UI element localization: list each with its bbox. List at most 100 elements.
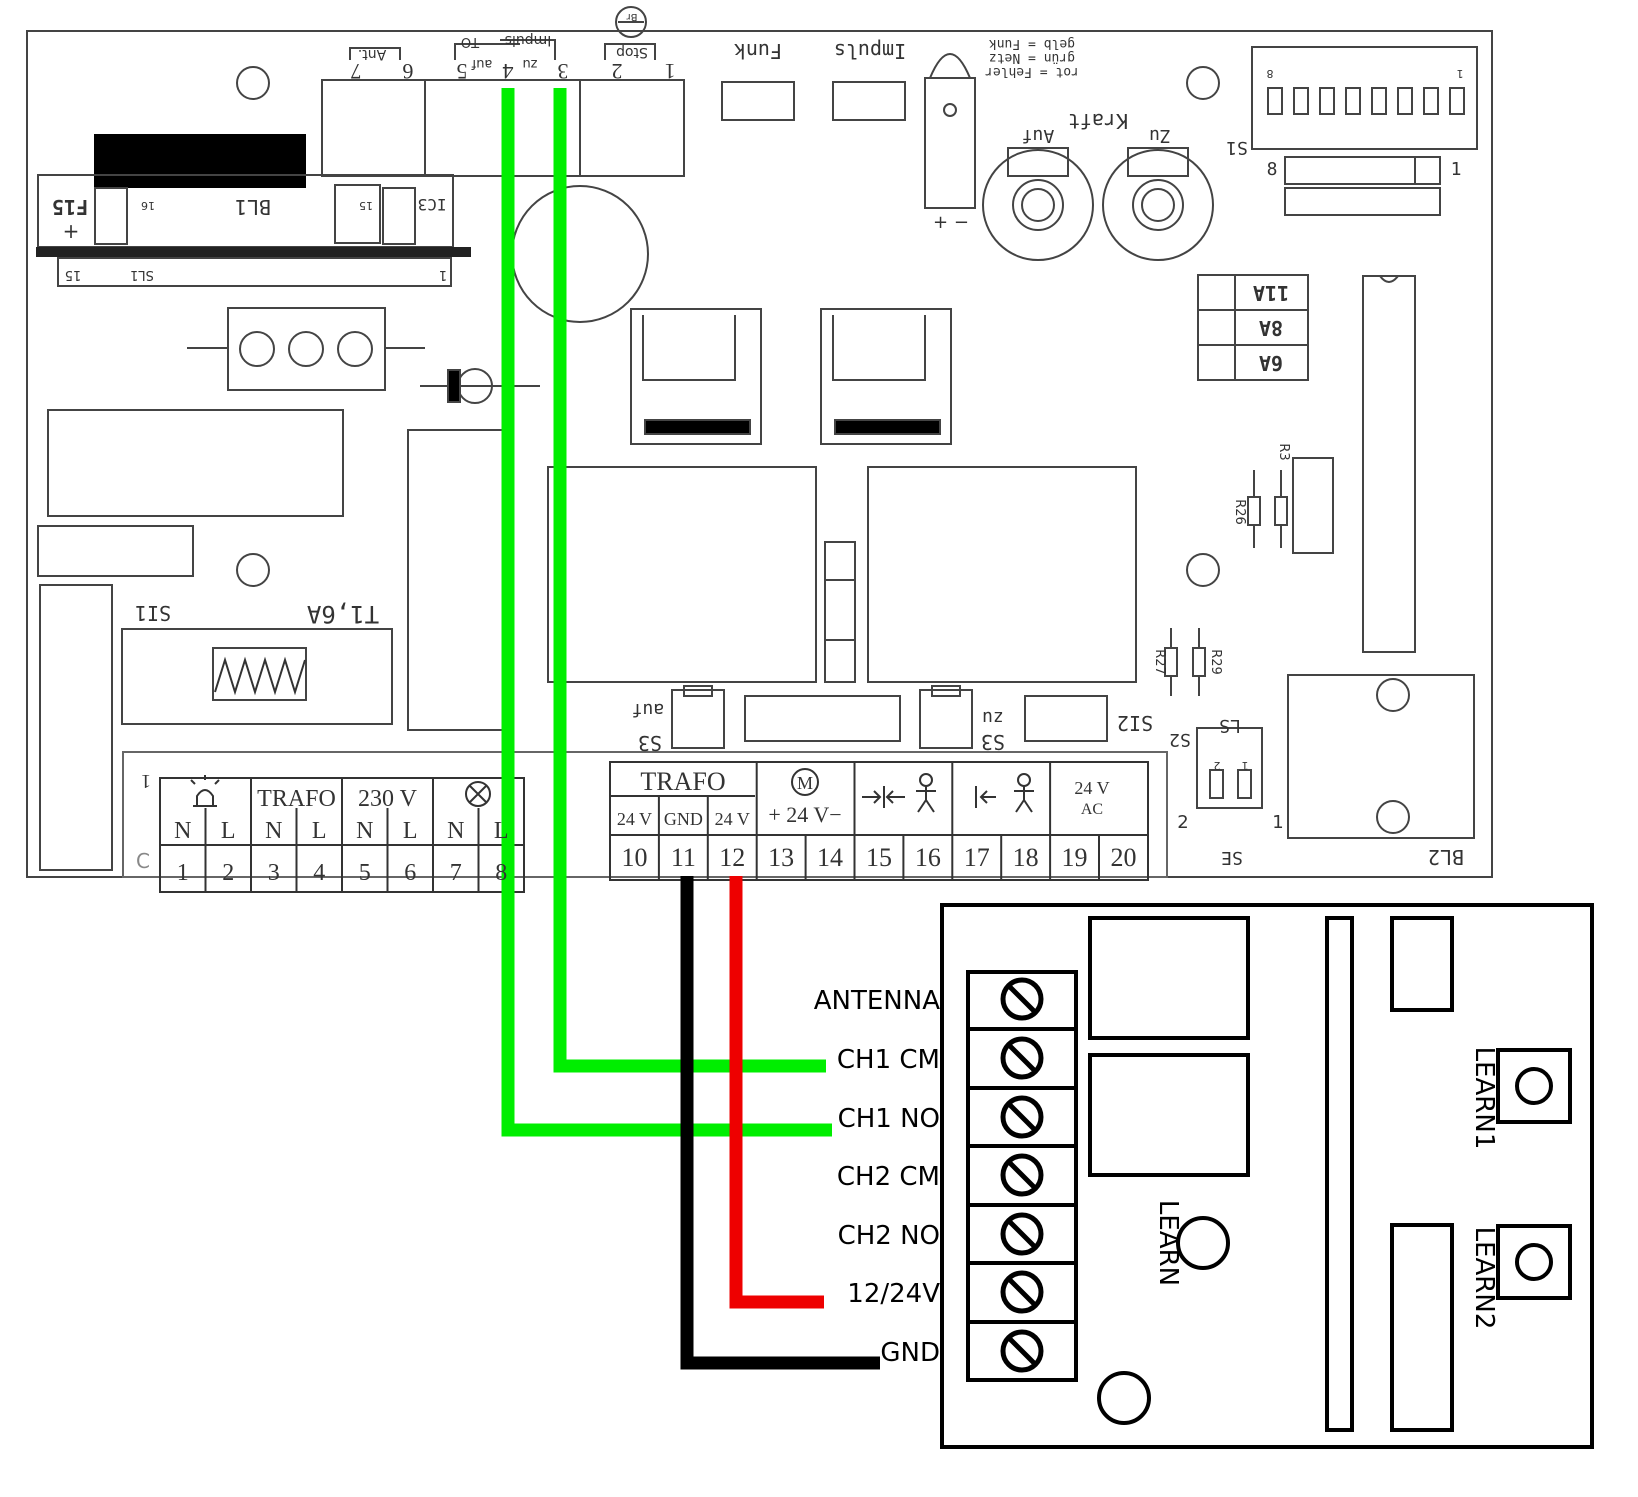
receiver-pin-label: GND — [880, 1338, 940, 1368]
terminal-number: 14 — [817, 843, 843, 872]
fuse-rating: 6A — [1259, 351, 1283, 375]
receiver-pin-label: ANTENNA — [814, 986, 940, 1016]
s3-zu-label: zu — [982, 707, 1004, 728]
nl-label: L — [221, 818, 236, 844]
plus-label: + — [63, 219, 80, 243]
impuls-led — [832, 81, 906, 121]
learn1-button[interactable] — [1496, 1048, 1572, 1124]
nl-label: L — [312, 818, 327, 844]
kraft-auf-pot — [982, 149, 1094, 261]
motor-lamp-icon — [465, 781, 491, 807]
pin-6: 6 — [403, 59, 414, 84]
pin-7: 7 — [351, 59, 362, 84]
sl1-pin15: 15 — [65, 267, 82, 282]
stop-label: Stop — [616, 44, 648, 60]
wire-black-gnd — [680, 876, 880, 1370]
legend-gelb: gelb = Funk — [989, 36, 1075, 51]
ac-voltage: 24 V — [1074, 778, 1109, 798]
group-trafo: TRAFO — [257, 786, 336, 812]
impuls-label: Impuls — [834, 39, 906, 63]
terminal-number: 19 — [1062, 843, 1088, 872]
f15-label: F15 — [52, 195, 88, 219]
auf-pot-label: Auf — [1022, 125, 1055, 146]
receiver-pin-label: CH1 CM — [837, 1045, 940, 1075]
s3-auf-id: S3 — [638, 731, 662, 755]
terminal-number: 5 — [359, 860, 371, 886]
learn2-button[interactable] — [1496, 1224, 1572, 1300]
mount-hole — [1186, 553, 1220, 587]
wires — [501, 88, 880, 1370]
dip-cell — [1397, 87, 1413, 115]
terminal-number: 20 — [1110, 843, 1136, 872]
terminal-number: 15 — [866, 843, 892, 872]
si1-label: SI1 — [135, 601, 171, 625]
s3-zu-id: S3 — [981, 730, 1005, 754]
terminal-number: 16 — [915, 843, 941, 872]
trafo-sub: 24 V — [617, 809, 652, 829]
kraft-zu-pot — [1102, 149, 1214, 261]
legend-rot: rot = Fehler — [985, 64, 1079, 79]
mount-hole — [236, 553, 270, 587]
pin-5: 5 — [457, 59, 468, 84]
wire-red-24v — [729, 876, 824, 1309]
z1-label: 1 — [1272, 812, 1283, 833]
pin-1: 1 — [665, 59, 676, 84]
screw-icon — [1000, 1153, 1044, 1197]
ant-label: Ant. — [358, 46, 386, 62]
strip-pin1-label: 1 — [141, 770, 151, 792]
nl-label: N — [265, 818, 282, 844]
terminal-number: 7 — [450, 860, 462, 886]
led-polarity: + − — [933, 212, 969, 233]
learn-label: LEARN — [1153, 1200, 1183, 1286]
learn1-label: LEARN1 — [1469, 1047, 1499, 1150]
screw-terminal-block — [966, 970, 1078, 1382]
trafo-sub: GND — [664, 809, 703, 829]
wire-green-impuls-auf — [501, 88, 832, 1137]
terminal-number: 1 — [177, 860, 189, 886]
s1-label: S1 — [1226, 137, 1248, 158]
terminal-number: 17 — [964, 843, 990, 872]
fuse-rating: 11A — [1253, 281, 1289, 305]
terminal-number: 11 — [671, 843, 696, 872]
ls-pin2: 2 — [1214, 759, 1221, 772]
bl1-label: BL1 — [235, 195, 271, 219]
motor-polarity: + 24 V− — [768, 802, 841, 827]
zu-small-label: zu — [522, 56, 537, 71]
funk-led — [721, 81, 795, 121]
sl1-pin1: 1 — [439, 267, 447, 282]
r29-label: R29 — [1208, 649, 1223, 675]
to-label: TO — [461, 34, 480, 49]
s1-pin1: 1 — [1451, 159, 1462, 180]
mount-hole — [1186, 66, 1220, 100]
r27-label: R27 — [1152, 649, 1167, 675]
learn2-label: LEARN2 — [1469, 1227, 1499, 1330]
funk-label: Funk — [734, 39, 782, 63]
terminal-number: 10 — [621, 843, 647, 872]
impuls-small-label: Impuls — [505, 32, 552, 48]
terminal-number: 18 — [1013, 843, 1039, 872]
s1-pin8: 8 — [1267, 159, 1278, 180]
screw-icon — [1000, 977, 1044, 1021]
nl-label: N — [174, 818, 191, 844]
ls-pin1: 1 — [1242, 759, 1249, 772]
terminal-number: 2 — [222, 860, 234, 886]
dip-cell — [1423, 87, 1439, 115]
receiver-pin-label: CH2 NO — [838, 1221, 940, 1251]
fuse-holder — [121, 628, 393, 725]
bl2-label: BL2 — [1428, 845, 1464, 869]
screw-icon — [1000, 1095, 1044, 1139]
dip-cell — [1267, 87, 1283, 115]
se-label: SE — [1221, 847, 1243, 868]
photocell-icon — [862, 773, 936, 813]
r26-label: R26 — [1232, 499, 1247, 525]
trafo-header: TRAFO — [640, 767, 725, 796]
dip-cell — [1293, 87, 1309, 115]
control-board — [26, 6, 1493, 878]
relay-clip-right — [820, 308, 952, 445]
dip-cell — [1319, 87, 1335, 115]
r3-label: R3 — [1276, 443, 1291, 460]
nl-label: N — [356, 818, 373, 844]
nl-label: L — [403, 818, 418, 844]
strip-c-label: C — [136, 849, 150, 873]
